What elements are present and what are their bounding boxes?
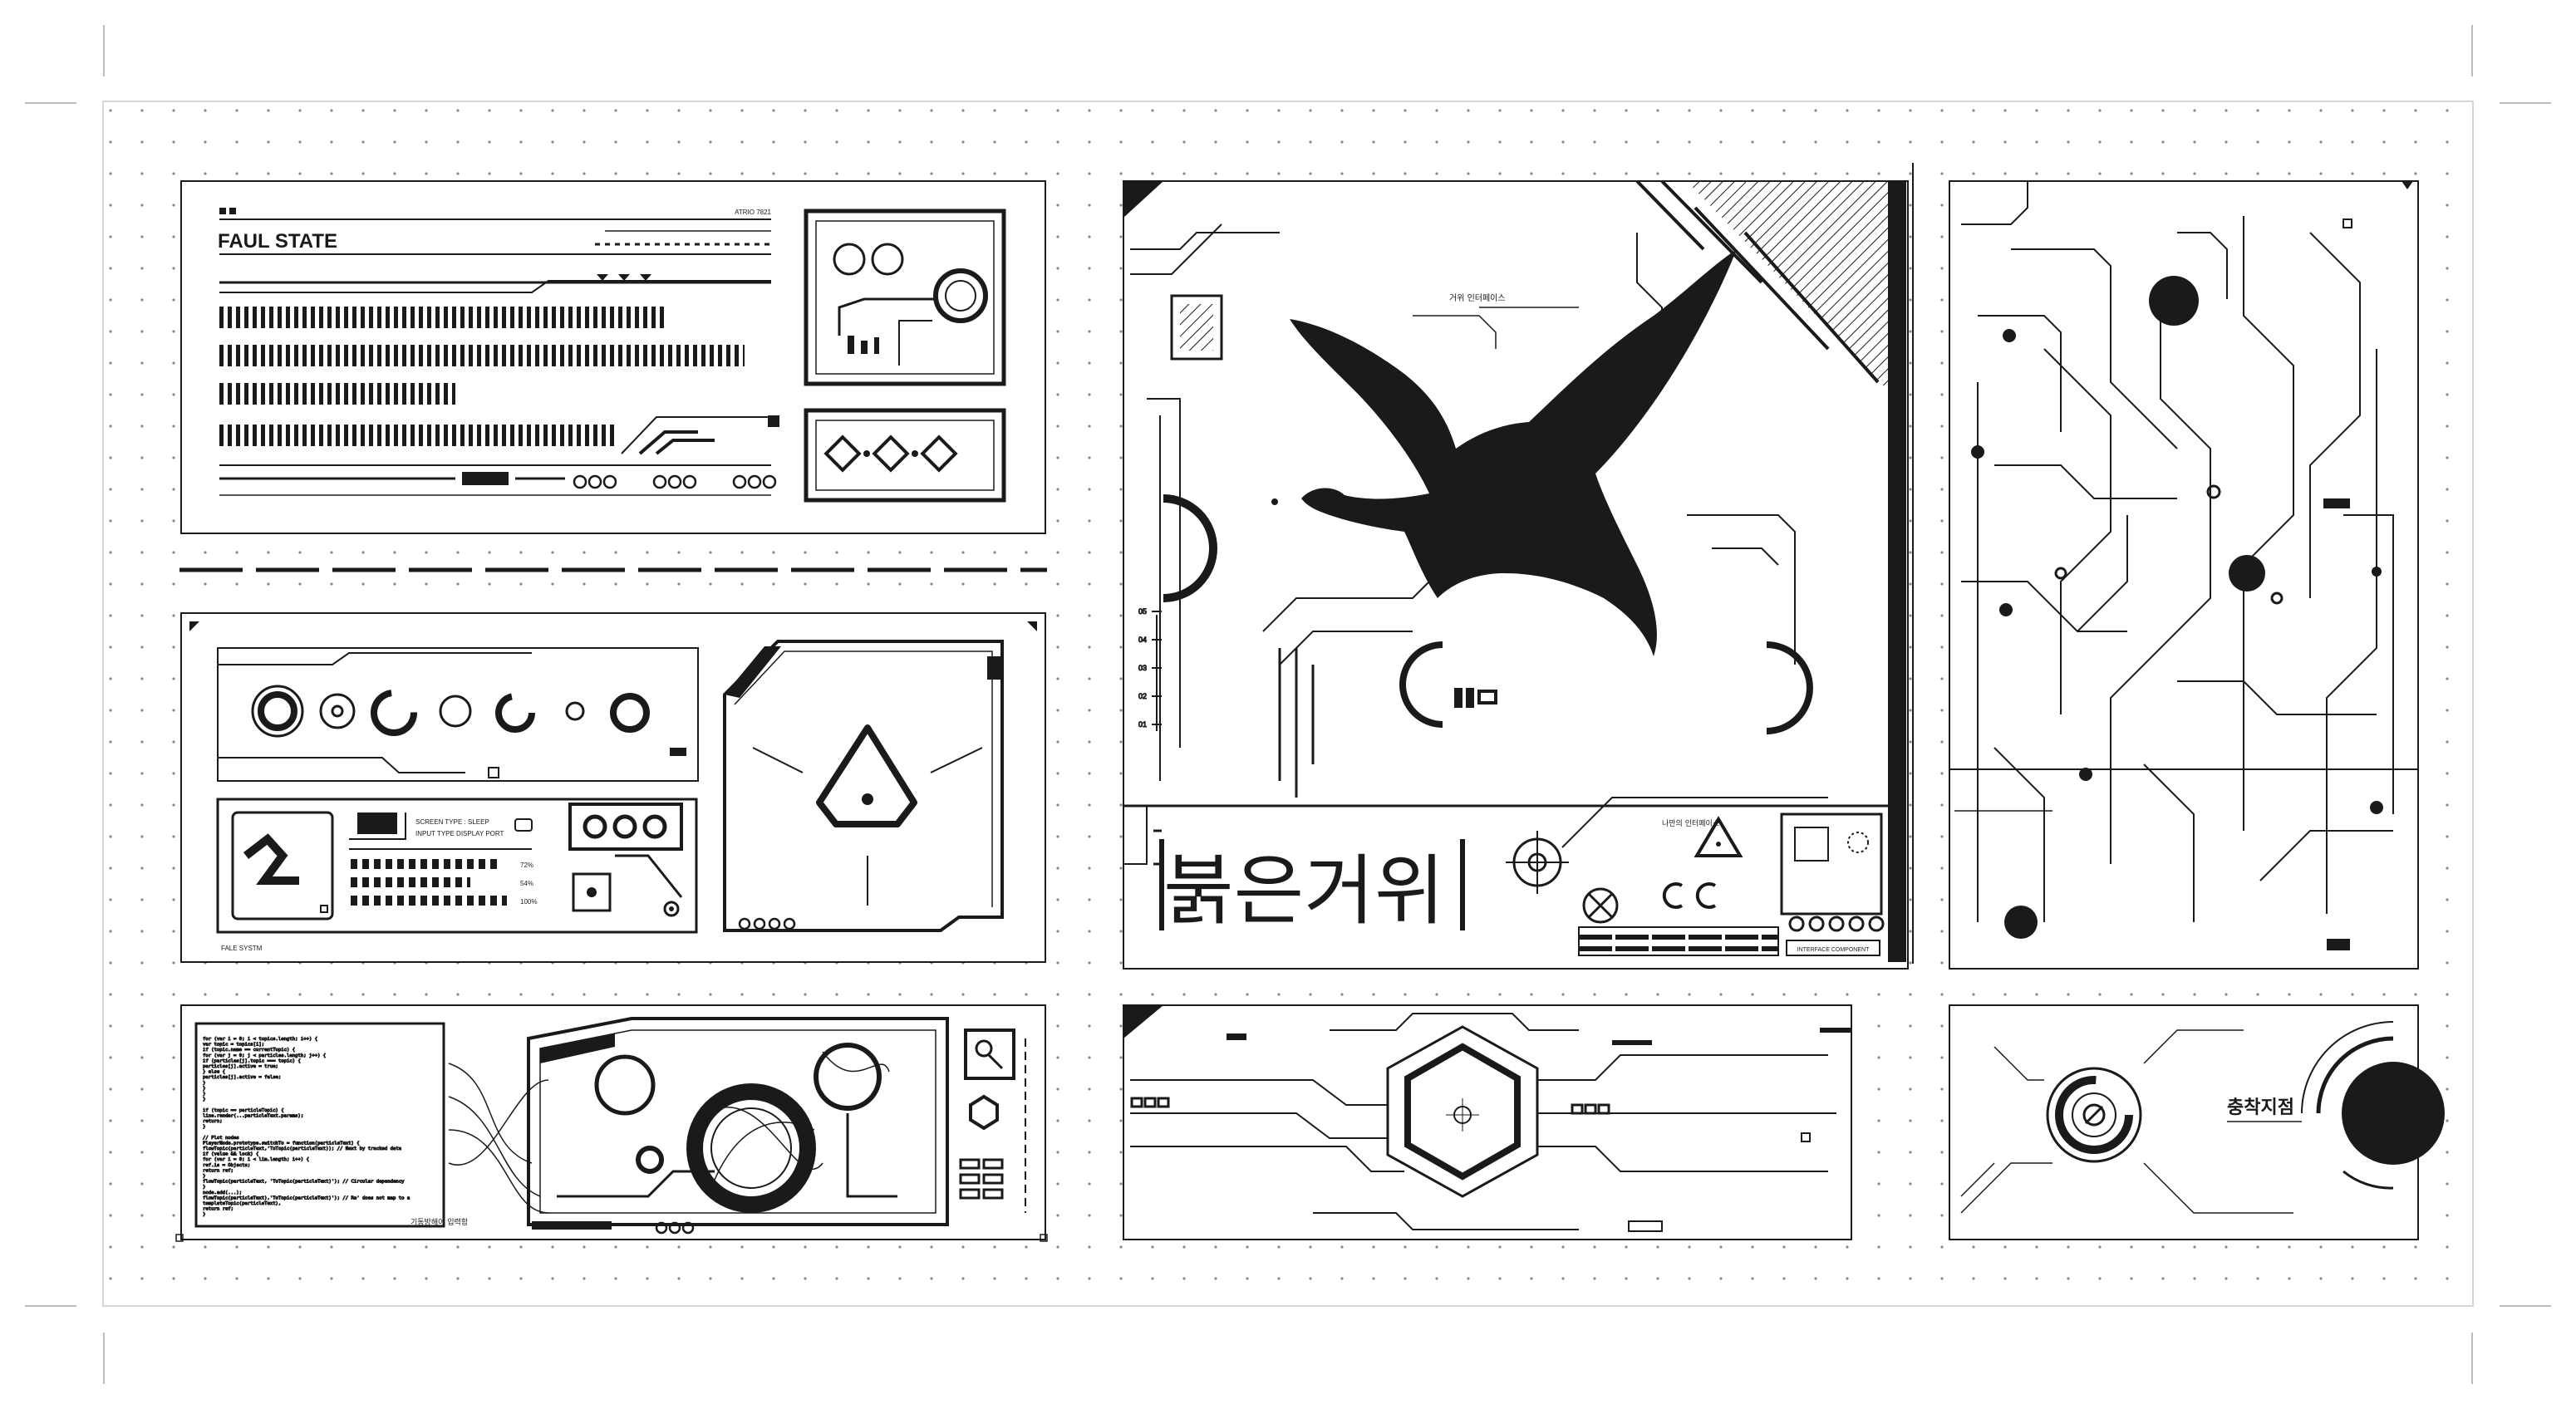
code-line: flowTopic(particleText, 'ToTopic(particl… bbox=[203, 1180, 405, 1185]
axis-tick-label: 02 bbox=[1138, 692, 1147, 700]
code-line: flowTopic(particleText,'ToTopic(particle… bbox=[203, 1146, 401, 1151]
axis-tick-label: 05 bbox=[1138, 607, 1147, 616]
code-line: } bbox=[203, 1212, 205, 1217]
faul-state-corner-label: ATRIO 7821 bbox=[735, 209, 771, 216]
code-line: for (var j = 0; j < particles.length; j+… bbox=[203, 1053, 326, 1058]
code-line: PlayerNode.prototype.switchTo = function… bbox=[203, 1141, 360, 1146]
code-line: flowTopic(particleText),'ToTopic(particl… bbox=[203, 1195, 410, 1200]
axis-tick-label: 04 bbox=[1138, 636, 1147, 644]
goose-silhouette bbox=[1290, 249, 1737, 656]
code-footer-label: 기동방해어 입력함 bbox=[410, 1217, 468, 1227]
code-listing: for (var i = 0; i < topics.length; i++) … bbox=[203, 1037, 410, 1218]
code-line: particles[j].active = true; bbox=[203, 1064, 278, 1069]
code-line: } bbox=[203, 1097, 205, 1102]
panel-controls: SCREEN TYPE : SLEEP INPUT TYPE DISPLAY P… bbox=[180, 612, 1046, 963]
code-line: particles[j].active = false; bbox=[203, 1075, 281, 1080]
panel-goose: 05 04 03 02 01 거위 인터페이스 붉은거위 나만의 인터페이스 INTER… bbox=[1123, 163, 1914, 970]
controls-footer: FALE SYSTM bbox=[221, 945, 263, 952]
interface-component-label: INTERFACE COMPONENT bbox=[1797, 947, 1870, 953]
crop-marks bbox=[25, 25, 2551, 1384]
barcode-rows bbox=[219, 307, 745, 446]
goose-title: 붉은거위 bbox=[1163, 847, 1445, 935]
percent-b: 54% bbox=[520, 880, 533, 887]
goose-tag-b: 나만의 인터페이스 bbox=[1662, 819, 1719, 828]
code-line: // Plot nodes bbox=[203, 1136, 239, 1141]
code-line: templateTopic(particleText), bbox=[203, 1201, 281, 1206]
code-line: } bbox=[203, 1174, 205, 1179]
percent-a: 72% bbox=[520, 862, 533, 869]
code-line: } bbox=[203, 1086, 205, 1091]
code-line: } else { bbox=[203, 1070, 225, 1075]
panel-landing: 충착지점 bbox=[1949, 1004, 2445, 1240]
code-line: node.add(...); bbox=[203, 1191, 242, 1195]
axis-tick-label: 03 bbox=[1138, 664, 1147, 672]
code-line: if (particles[j].topic === topic) { bbox=[203, 1058, 301, 1063]
goose-tag-a: 거위 인터페이스 bbox=[1449, 292, 1506, 303]
code-line: } bbox=[203, 1125, 205, 1130]
code-line: line.render(...particleText.params); bbox=[203, 1113, 303, 1118]
code-line: if (topic == particleTopic) { bbox=[203, 1108, 284, 1113]
code-line: if (topic.name == currentTopic) { bbox=[203, 1048, 295, 1053]
axis-tick-label: 01 bbox=[1138, 720, 1147, 729]
landing-title: 충착지점 bbox=[2227, 1097, 2294, 1118]
code-line: ref.is = Objects; bbox=[203, 1163, 250, 1168]
faul-state-title: FAUL STATE bbox=[218, 230, 337, 253]
code-line: return ref; bbox=[203, 1207, 234, 1212]
code-line: if (value && lock) { bbox=[203, 1152, 258, 1157]
code-line: for (var i = 0; i < lim.length; i++) { bbox=[203, 1157, 309, 1162]
input-type-label: INPUT TYPE DISPLAY PORT bbox=[415, 830, 504, 837]
code-line: for (var i = 0; i < topics.length; i++) … bbox=[203, 1037, 317, 1042]
screen-type-label: SCREEN TYPE : SLEEP bbox=[415, 818, 489, 826]
code-line: } bbox=[203, 1081, 205, 1086]
code-line: return ref; bbox=[203, 1168, 234, 1173]
code-line: } bbox=[203, 1185, 205, 1190]
panel-hexagon bbox=[1123, 1004, 1852, 1240]
panel-circuit-board bbox=[1949, 180, 2419, 970]
code-line: return; bbox=[203, 1119, 223, 1124]
panel-code: for (var i = 0; i < topics.length; i++) … bbox=[175, 1004, 1048, 1242]
axis-scale: 05 04 03 02 01 bbox=[1138, 607, 1162, 729]
code-line: } bbox=[203, 1092, 205, 1097]
percent-c: 100% bbox=[520, 898, 537, 906]
panel-faul-state: FAUL STATE ATRIO 7821 bbox=[180, 180, 1046, 534]
code-line: var topic = topics[i]; bbox=[203, 1043, 264, 1048]
